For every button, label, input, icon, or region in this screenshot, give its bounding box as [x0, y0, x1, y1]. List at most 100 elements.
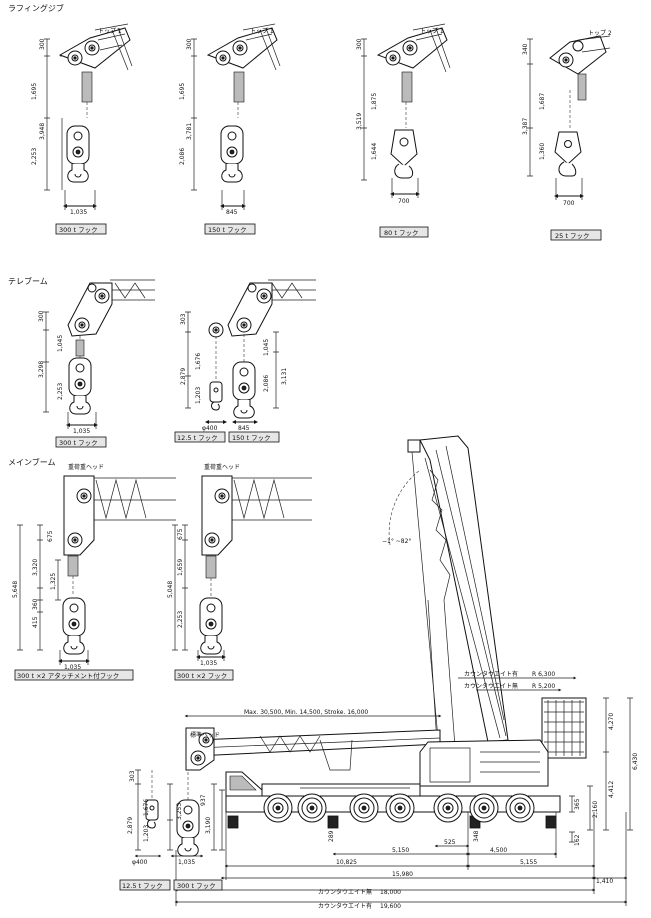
crane-dim-phi400: φ400: [132, 859, 148, 866]
main-2-dim-w: 1,035: [200, 660, 217, 667]
luffing-3-dim-w: 700: [398, 198, 410, 205]
crane-dim-4412: 4,412: [608, 781, 615, 798]
tele-diagram-2: 303 1,676 2,879 1,203 1,045 2,086 3,131 …: [174, 279, 316, 443]
main-1-hook-label: 300 t ×2 アタッチメント付フック: [17, 671, 119, 680]
crane-boom-angle: −1° ~82°: [382, 538, 411, 545]
luffing-4-dim-w: 700: [563, 200, 575, 207]
crane-dim-365: 365: [574, 798, 581, 810]
luffing-1-dim-h1: 300: [39, 38, 46, 50]
crane-dim-303: 303: [129, 770, 136, 782]
luffing-1-dim-h2: 1,695: [31, 83, 38, 100]
main-2-dim-h1: 675: [177, 528, 184, 540]
luffing-4-top-label: トップ 2: [588, 30, 612, 37]
luffing-4-hook-label: 25 t フック: [555, 232, 589, 240]
main-2-dim-h3: 5,048: [167, 581, 174, 598]
luffing-2-hook-label: 150 t フック: [208, 226, 247, 234]
tele-2-hook2-label: 150 t フック: [232, 434, 271, 442]
main-2-dim-h4: 2,253: [177, 611, 184, 628]
tele-2-dim-h7: 3,131: [281, 368, 288, 385]
tele-1-dim-h1: 300: [38, 310, 45, 322]
crane-dim-4270: 4,270: [608, 713, 615, 730]
tele-2-dim-h3: 2,879: [180, 368, 187, 385]
luffing-3-dim-h3: 3,519: [356, 113, 363, 130]
crane-dim-4500: 4,500: [490, 847, 507, 854]
main-2-hook-label: 300 t ×2 フック: [177, 672, 227, 680]
luffing-3-top-label: トップ 1: [420, 28, 444, 35]
tele-2-dim-h6: 2,086: [263, 375, 270, 392]
crane-cw-with-length-label: カウンタウエイト有: [318, 902, 372, 910]
luffing-diagram-3: 300 1,875 3,519 1,644 700 トップ 1 80 t フック: [356, 23, 451, 238]
crane-dim-3253: 3,253: [176, 803, 183, 820]
tele-1-hook-box: [55, 436, 107, 448]
tele-2-dim-h1: 303: [180, 313, 187, 325]
luffing-1-hook-box: [55, 223, 107, 235]
tele-2-dim-w1: φ400: [202, 425, 218, 432]
crane-hook1-box: [119, 879, 171, 891]
section-title-main: メインブーム: [8, 457, 56, 467]
main-1-dim-h6: 415: [32, 616, 39, 628]
main-1-dim-h5: 360: [32, 598, 39, 610]
crane-dim-19600: 19,600: [380, 903, 401, 910]
luffing-3-dim-h2: 1,875: [371, 93, 378, 110]
luffing-1-dim-w: 1,035: [70, 209, 87, 216]
luffing-diagram-4: 340 1,687 3,387 1,360 700 トップ 2 25 t フック: [522, 30, 612, 241]
luffing-2-dim-h1: 300: [186, 38, 193, 50]
luffing-2-dim-h4: 2,086: [179, 148, 186, 165]
section-title-tele: テレブーム: [8, 276, 48, 286]
crane-dim-525: 525: [444, 839, 456, 846]
crane-elevation: −1° ~82° カウンタウエイト有 R 6,300 カウンタウエイト無 R 5…: [119, 435, 639, 910]
crane-dim-3190: 3,190: [205, 817, 212, 834]
tele-1-dim-w: 1,035: [73, 428, 90, 435]
luffing-2-dim-h3: 3,781: [186, 123, 193, 140]
main-1-head-label: 重荷重ヘッド: [68, 463, 104, 471]
crane-dim-6430: 6,430: [632, 753, 639, 770]
tele-1-hook-label: 300 t フック: [59, 439, 98, 447]
crane-dim-1676: 1,676: [143, 799, 150, 816]
luffing-diagram-1: 300 1,695 3,948 2,253 1,035 トップ 1 300 t …: [31, 23, 133, 235]
crane-cw-with-radius: R 6,300: [532, 671, 555, 678]
section-title-luffing: ラフィングジブ: [8, 3, 64, 13]
luffing-1-dim-h4: 2,253: [31, 148, 38, 165]
main-1-dim-h2: 3,320: [32, 559, 39, 576]
luffing-4-hook-box: [550, 229, 602, 241]
crane-hook2-label: 300 t フック: [177, 882, 216, 890]
main-diagram-2: 重荷重ヘッド 675 1,659 5,048 2,253 1,035 300 t…: [167, 463, 312, 681]
luffing-3-dim-h1: 300: [356, 38, 363, 50]
main-1-dim-w: 1,035: [64, 664, 81, 671]
luffing-4-dim-h1: 340: [522, 43, 529, 55]
crane-dim-162: 162: [574, 834, 581, 846]
main-2-dim-h2: 1,659: [177, 559, 184, 576]
tele-2-hook2-box: [228, 431, 280, 443]
crane-cw-without-length-label: カウンタウエイト無: [318, 888, 372, 896]
luffing-1-hook-label: 300 t フック: [59, 226, 98, 234]
crane-dim-10825: 10,825: [336, 859, 357, 866]
crane-hook1-label: 12.5 t フック: [122, 882, 163, 890]
crane-boom-stroke: Max. 30,500, Min. 14,500, Stroke. 16,000: [244, 709, 368, 716]
crane-dim-2160: 2,160: [592, 801, 599, 818]
luffing-3-hook-box: [379, 226, 429, 238]
tele-diagram-1: 300 1,045 3,298 2,253 1,035 300 t フック: [38, 279, 155, 448]
luffing-2-dim-h2: 1,695: [179, 83, 186, 100]
crane-std-head-label: 標準ヘッド: [190, 731, 220, 739]
luffing-2-hook-box: [204, 223, 256, 235]
crane-dim-289: 289: [328, 830, 335, 842]
luffing-diagram-2: 300 1,695 3,781 2,086 845 トップ 1 150 t フッ…: [179, 23, 281, 235]
tele-2-dim-h2: 1,676: [195, 353, 202, 370]
luffing-4-dim-h3: 3,387: [522, 118, 529, 135]
main-2-hook-box: [174, 669, 234, 681]
tele-2-dim-w2: 845: [238, 425, 250, 432]
tele-1-dim-h4: 2,253: [57, 383, 64, 400]
luffing-2-dim-w: 845: [226, 209, 238, 216]
tele-2-hook1-box: [174, 431, 226, 443]
crane-dim-2879: 2,879: [127, 817, 134, 834]
crane-dim-1410: 1,410: [596, 878, 613, 885]
main-1-dim-h3: 1,325: [50, 573, 57, 590]
main-1-dim-h4: 5,648: [12, 581, 19, 598]
tele-2-dim-h4: 1,203: [195, 387, 202, 404]
crane-cw-without-label: カウンタウエイト無: [464, 682, 518, 690]
main-1-hook-box: [14, 669, 134, 681]
luffing-4-dim-h4: 1,360: [539, 143, 546, 160]
crane-dim-1035: 1,035: [178, 859, 195, 866]
crane-dim-18000: 18,000: [380, 889, 401, 896]
